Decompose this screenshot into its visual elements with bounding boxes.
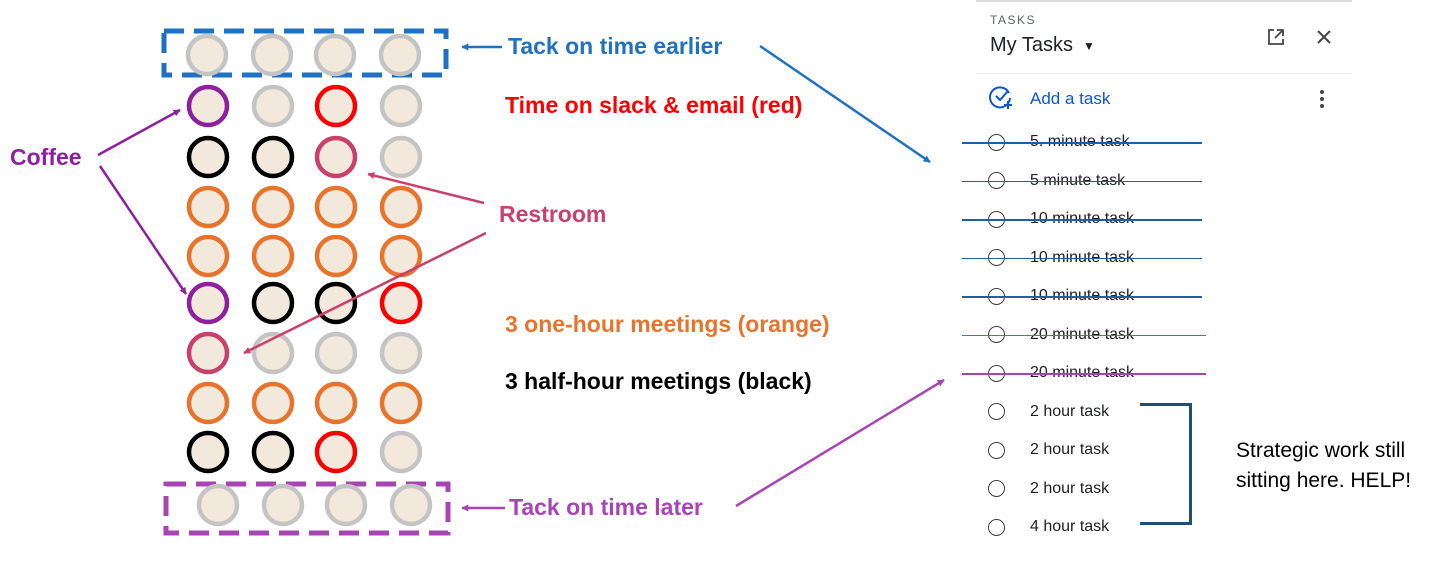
strikethrough-line: [962, 257, 1202, 260]
strikethrough-line: [962, 180, 1202, 183]
time-block-half-hour: [186, 135, 230, 179]
tack-earlier-label: Tack on time earlier: [508, 33, 723, 59]
strategic-work-note: Strategic work still sitting here. HELP!: [1236, 436, 1411, 496]
task-title: 10 minute task: [1030, 287, 1135, 304]
time-block-half-hour: [314, 281, 358, 325]
time-block-empty: [389, 483, 433, 527]
time-block-slack-email: [379, 281, 423, 325]
earlier-dashed-box: [161, 28, 449, 78]
open-in-new-icon[interactable]: [1263, 24, 1289, 50]
strategic-note-line-2: sitting here. HELP!: [1236, 469, 1412, 492]
time-block-empty: [379, 430, 423, 474]
time-block-half-hour: [186, 430, 230, 474]
task-checkbox[interactable]: [988, 403, 1005, 420]
time-block-empty: [324, 483, 368, 527]
time-block-grid: [185, 33, 433, 527]
tasks-panel: TASKS My Tasks ▼ Add a task 5. minute ta…: [962, 0, 1352, 568]
task-checkbox[interactable]: [988, 441, 1005, 459]
time-block-empty: [196, 483, 240, 527]
task-title: 2 hour task: [1030, 402, 1110, 420]
coffee-arrow-lower: [98, 165, 188, 295]
later-dashed-box: [163, 481, 451, 536]
time-block-restroom: [314, 135, 358, 179]
restroom-arrow-upper: [367, 172, 485, 205]
time-block-one-hour: [186, 185, 230, 229]
time-block-one-hour: [314, 381, 358, 425]
time-block-one-hour: [314, 234, 358, 278]
task-checkbox[interactable]: [988, 480, 1005, 497]
restroom-label: Restroom: [499, 201, 607, 227]
tasks-kicker: TASKS: [990, 13, 1036, 27]
strikethrough-line: [962, 296, 1202, 298]
time-block-one-hour: [251, 234, 295, 278]
time-block-slack-email: [314, 84, 358, 128]
time-block-one-hour: [379, 381, 423, 425]
task-item[interactable]: 2 hour task: [988, 477, 1238, 501]
time-block-restroom: [186, 331, 230, 375]
task-title: 4 hour task: [1030, 518, 1110, 535]
time-block-half-hour: [251, 281, 295, 325]
time-block-one-hour: [251, 185, 295, 229]
time-block-empty: [185, 33, 229, 77]
add-task-label: Add a task: [1030, 89, 1111, 108]
time-block-coffee: [186, 281, 230, 325]
time-block-one-hour: [379, 185, 423, 229]
task-title: 10 minute task: [1030, 248, 1135, 266]
time-block-half-hour: [251, 135, 295, 179]
task-title: 20 minute task: [1030, 364, 1135, 381]
strategic-work-bracket: [1140, 403, 1192, 525]
close-icon[interactable]: [1311, 24, 1337, 50]
task-title: 2 hour task: [1030, 479, 1110, 497]
task-item[interactable]: 2 hour task: [988, 400, 1238, 424]
task-item[interactable]: 4 hour task: [988, 515, 1238, 539]
caret-down-icon: ▼: [1082, 38, 1095, 53]
more-vert-icon[interactable]: [1312, 86, 1332, 112]
task-title: 2 hour task: [1030, 441, 1110, 458]
slack-email-label: Time on slack & email (red): [505, 92, 803, 118]
restroom-arrow-lower: [243, 231, 487, 355]
time-block-empty: [379, 84, 423, 128]
coffee-label: Coffee: [10, 144, 82, 170]
header-divider: [976, 73, 1352, 74]
tack-later-label: Tack on time later: [509, 494, 703, 520]
strikethrough-line: [962, 373, 1206, 375]
list-name: My Tasks: [990, 34, 1073, 56]
time-block-empty: [261, 483, 305, 527]
time-block-coffee: [186, 84, 230, 128]
time-block-slack-email: [314, 430, 358, 474]
list-selector[interactable]: My Tasks ▼: [990, 34, 1095, 57]
time-block-empty: [250, 33, 294, 77]
time-block-empty: [313, 33, 357, 77]
strategic-note-line-1: Strategic work still: [1236, 439, 1406, 462]
time-block-one-hour: [186, 381, 230, 425]
half-hour-meetings-label: 3 half-hour meetings (black): [505, 368, 812, 394]
add-task-button[interactable]: Add a task: [988, 84, 1111, 115]
time-block-empty: [379, 331, 423, 375]
strikethrough-line: [962, 142, 1202, 144]
time-block-empty: [251, 84, 295, 128]
task-title: 5. minute task: [1030, 133, 1130, 150]
task-checkbox[interactable]: [988, 518, 1005, 536]
time-block-one-hour: [186, 234, 230, 278]
add-task-icon: [988, 84, 1014, 115]
strikethrough-line: [962, 334, 1206, 337]
task-item[interactable]: 2 hour task: [988, 438, 1238, 462]
task-title: 10 minute task: [1030, 210, 1135, 227]
coffee-arrow-upper: [97, 108, 181, 157]
later-to-tasks-arrow: [735, 378, 945, 508]
time-block-empty: [314, 331, 358, 375]
panel-top-border: [976, 0, 1352, 2]
task-title: 20 minute task: [1030, 325, 1135, 343]
task-title: 5 minute task: [1030, 171, 1126, 189]
one-hour-meetings-label: 3 one-hour meetings (orange): [505, 311, 830, 337]
time-block-one-hour: [251, 381, 295, 425]
time-block-empty: [379, 135, 423, 179]
time-block-half-hour: [251, 430, 295, 474]
time-block-empty: [378, 33, 422, 77]
time-block-one-hour: [314, 185, 358, 229]
earlier-to-tasks-arrow: [759, 44, 931, 164]
strikethrough-line: [962, 219, 1202, 221]
